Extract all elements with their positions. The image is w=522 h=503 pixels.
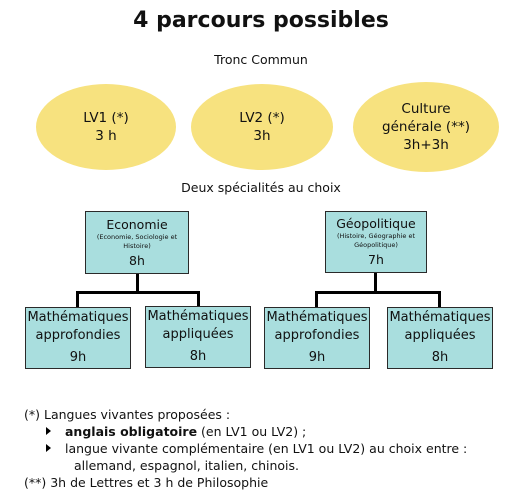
leaf-hours: 9h	[308, 350, 326, 365]
connector-drop	[197, 291, 200, 307]
tronc-commun-label: Tronc Commun	[214, 52, 308, 67]
leaf-hours: 9h	[69, 350, 87, 365]
bullet-arrow-icon	[46, 444, 51, 452]
tronc-commun-culture: Culture générale (**) 3h+3h	[353, 82, 499, 172]
geopolitique-name: Géopolitique	[336, 216, 416, 231]
connector-drop	[315, 291, 318, 307]
lv2-label: LV2 (*)	[239, 110, 285, 126]
anglais-detail: (en LV1 ou LV2) ;	[197, 424, 307, 439]
connector-drop	[438, 291, 441, 307]
footnote-bullet-lv-complementaire: langue vivante complémentaire (en LV1 ou…	[24, 440, 467, 457]
parcours-eco-maths-appliquees: Mathématiques appliquées 8h	[145, 306, 251, 368]
leaf-name: Mathématiques appliquées	[389, 310, 491, 343]
parcours-geo-maths-appliquees: Mathématiques appliquées 8h	[387, 307, 493, 369]
leaf-hours: 8h	[431, 350, 449, 365]
connector-horizontal	[76, 291, 200, 294]
leaf-hours: 8h	[189, 349, 207, 364]
geopolitique-details: (Histoire, Géographie et Géopolitique)	[336, 232, 416, 249]
parcours-geo-maths-approfondies: Mathématiques approfondies 9h	[264, 307, 370, 369]
geopolitique-hours: 7h	[368, 252, 384, 267]
footnote-langues-intro: (*) Langues vivantes proposées :	[24, 407, 231, 422]
tronc-commun-lv2: LV2 (*) 3h	[191, 84, 333, 170]
economie-hours: 8h	[129, 252, 145, 268]
leaf-name: Mathématiques appliquées	[147, 309, 249, 342]
specialites-label: Deux spécialités au choix	[181, 180, 341, 195]
economie-name: Economie	[106, 216, 168, 232]
economie-details: (Economie, Sociologie et Histoire)	[96, 232, 178, 250]
parcours-eco-maths-approfondies: Mathématiques approfondies 9h	[25, 307, 131, 369]
leaf-name: Mathématiques approfondies	[266, 310, 368, 343]
specialite-geopolitique: Géopolitique (Histoire, Géographie et Gé…	[325, 211, 427, 273]
leaf-name: Mathématiques approfondies	[27, 310, 129, 343]
culture-hours: 3h+3h	[403, 137, 449, 153]
lv1-hours: 3 h	[95, 128, 117, 144]
footnote-bullet-anglais: anglais obligatoire (en LV1 ou LV2) ;	[24, 423, 467, 440]
anglais-obligatoire: anglais obligatoire	[65, 424, 198, 439]
culture-label-1: Culture	[401, 101, 451, 117]
page-title: 4 parcours possibles	[133, 8, 389, 33]
footnotes: (*) Langues vivantes proposées : anglais…	[24, 406, 467, 491]
tronc-commun-lv1: LV1 (*) 3 h	[36, 84, 176, 170]
bullet-arrow-icon	[46, 427, 51, 435]
footnote-culture: (**) 3h de Lettres et 3 h de Philosophie	[24, 475, 269, 490]
footnote-langues-list: allemand, espagnol, italien, chinois.	[74, 458, 299, 473]
specialite-economie: Economie (Economie, Sociologie et Histoi…	[85, 211, 189, 274]
lv-complementaire-text: langue vivante complémentaire (en LV1 ou…	[65, 441, 468, 456]
connector-horizontal	[315, 291, 441, 294]
connector-vertical	[374, 273, 377, 292]
connector-drop	[76, 291, 79, 307]
lv1-label: LV1 (*)	[83, 110, 129, 126]
connector-vertical	[136, 274, 139, 292]
culture-label-2: générale (**)	[382, 119, 470, 135]
lv2-hours: 3h	[253, 128, 271, 144]
